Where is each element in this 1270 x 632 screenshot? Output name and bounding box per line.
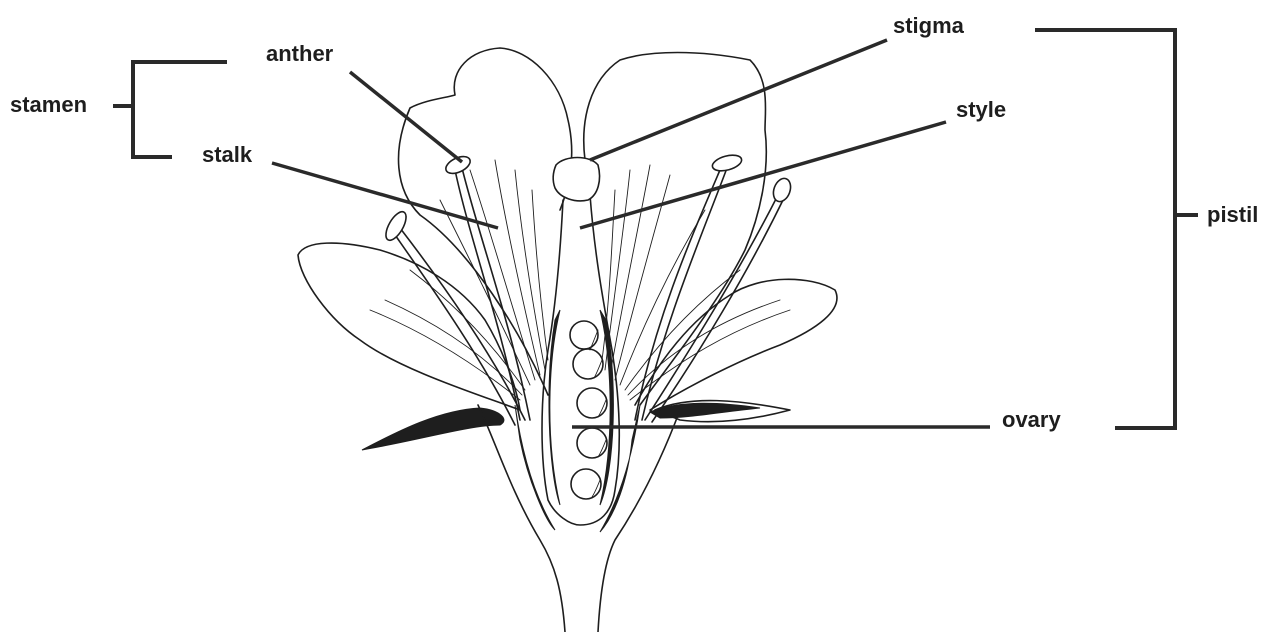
label-style: style (956, 97, 1006, 122)
label-anther: anther (266, 41, 334, 66)
label-ovary: ovary (1002, 407, 1061, 432)
ovules (570, 321, 607, 499)
style-leader (580, 122, 946, 228)
stamens-right (635, 152, 794, 422)
petal-lower-right (635, 279, 837, 410)
ovary-wall (549, 310, 560, 505)
pistil-bracket (1035, 30, 1198, 428)
label-stamen: stamen (10, 92, 87, 117)
label-stalk: stalk (202, 142, 253, 167)
anther-right-1 (711, 152, 744, 173)
anther-right-2 (770, 176, 793, 204)
petal-veins-left (370, 160, 548, 400)
label-stigma: stigma (893, 13, 965, 38)
flower-illustration (298, 48, 837, 632)
petal-lower-left (298, 243, 520, 410)
anther-left-2 (382, 209, 410, 244)
stigma (553, 158, 599, 201)
anther-leader (350, 72, 462, 162)
label-pistil: pistil (1207, 202, 1258, 227)
stalk-leader (272, 163, 498, 228)
